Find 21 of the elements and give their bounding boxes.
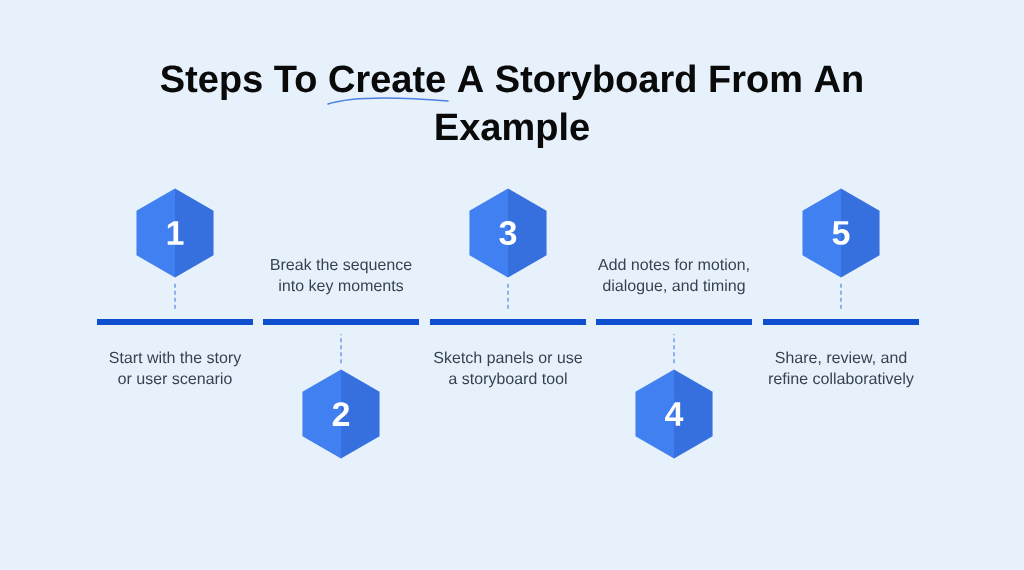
timeline-bar [596, 319, 752, 325]
dashed-connector [174, 283, 176, 311]
dashed-connector [673, 333, 675, 364]
timeline-bar [763, 319, 919, 325]
hexagon-badge: 4 [635, 369, 713, 459]
step-description: Start with the story or user scenario [109, 351, 242, 385]
dashed-connector [340, 333, 342, 364]
dashed-connector [840, 283, 842, 311]
hexagon-badge: 2 [302, 369, 380, 459]
step-description: Break the sequence into key moments [271, 258, 412, 295]
dashed-connector [507, 283, 509, 311]
title: Steps To Create A Storyboard From An Example [160, 64, 862, 148]
hexagon-badge: 1 [136, 188, 214, 278]
step-description: Sketch panels or use a storyboard tool [434, 351, 582, 388]
step-description: Share, review, and refine collaboratively [769, 351, 914, 388]
timeline-bar [263, 319, 419, 325]
timeline-bar [97, 319, 253, 325]
step-description: Add notes for motion, dialogue, and timing [598, 258, 749, 295]
hexagon-badge: 5 [802, 188, 880, 278]
timeline-bar [430, 319, 586, 325]
hexagon-badge: 3 [469, 188, 547, 278]
